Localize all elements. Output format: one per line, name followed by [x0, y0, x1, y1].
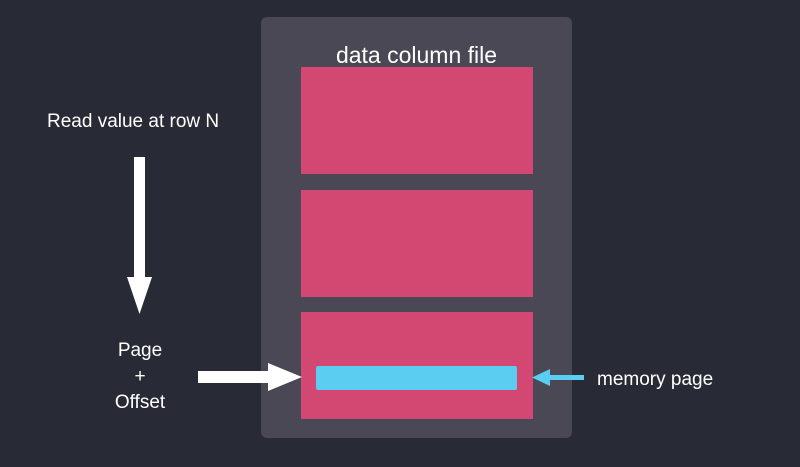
- right-arrow-icon: [198, 363, 302, 391]
- plus-text: +: [134, 366, 146, 387]
- page-text: Page: [117, 340, 163, 361]
- read-value-label: Read value at row N: [47, 111, 220, 132]
- left-arrow-icon: [532, 369, 584, 386]
- page-offset-label: Page + Offset: [95, 338, 185, 416]
- down-arrow-icon: [127, 157, 152, 314]
- memory-page-label: memory page: [597, 369, 714, 390]
- memory-page-bar: [316, 366, 517, 390]
- data-column-file: data column file: [261, 17, 572, 438]
- page-block: [301, 190, 533, 297]
- offset-text: Offset: [114, 392, 166, 413]
- file-title: data column file: [335, 42, 498, 68]
- page-block: [301, 312, 533, 419]
- page-block: [301, 67, 533, 174]
